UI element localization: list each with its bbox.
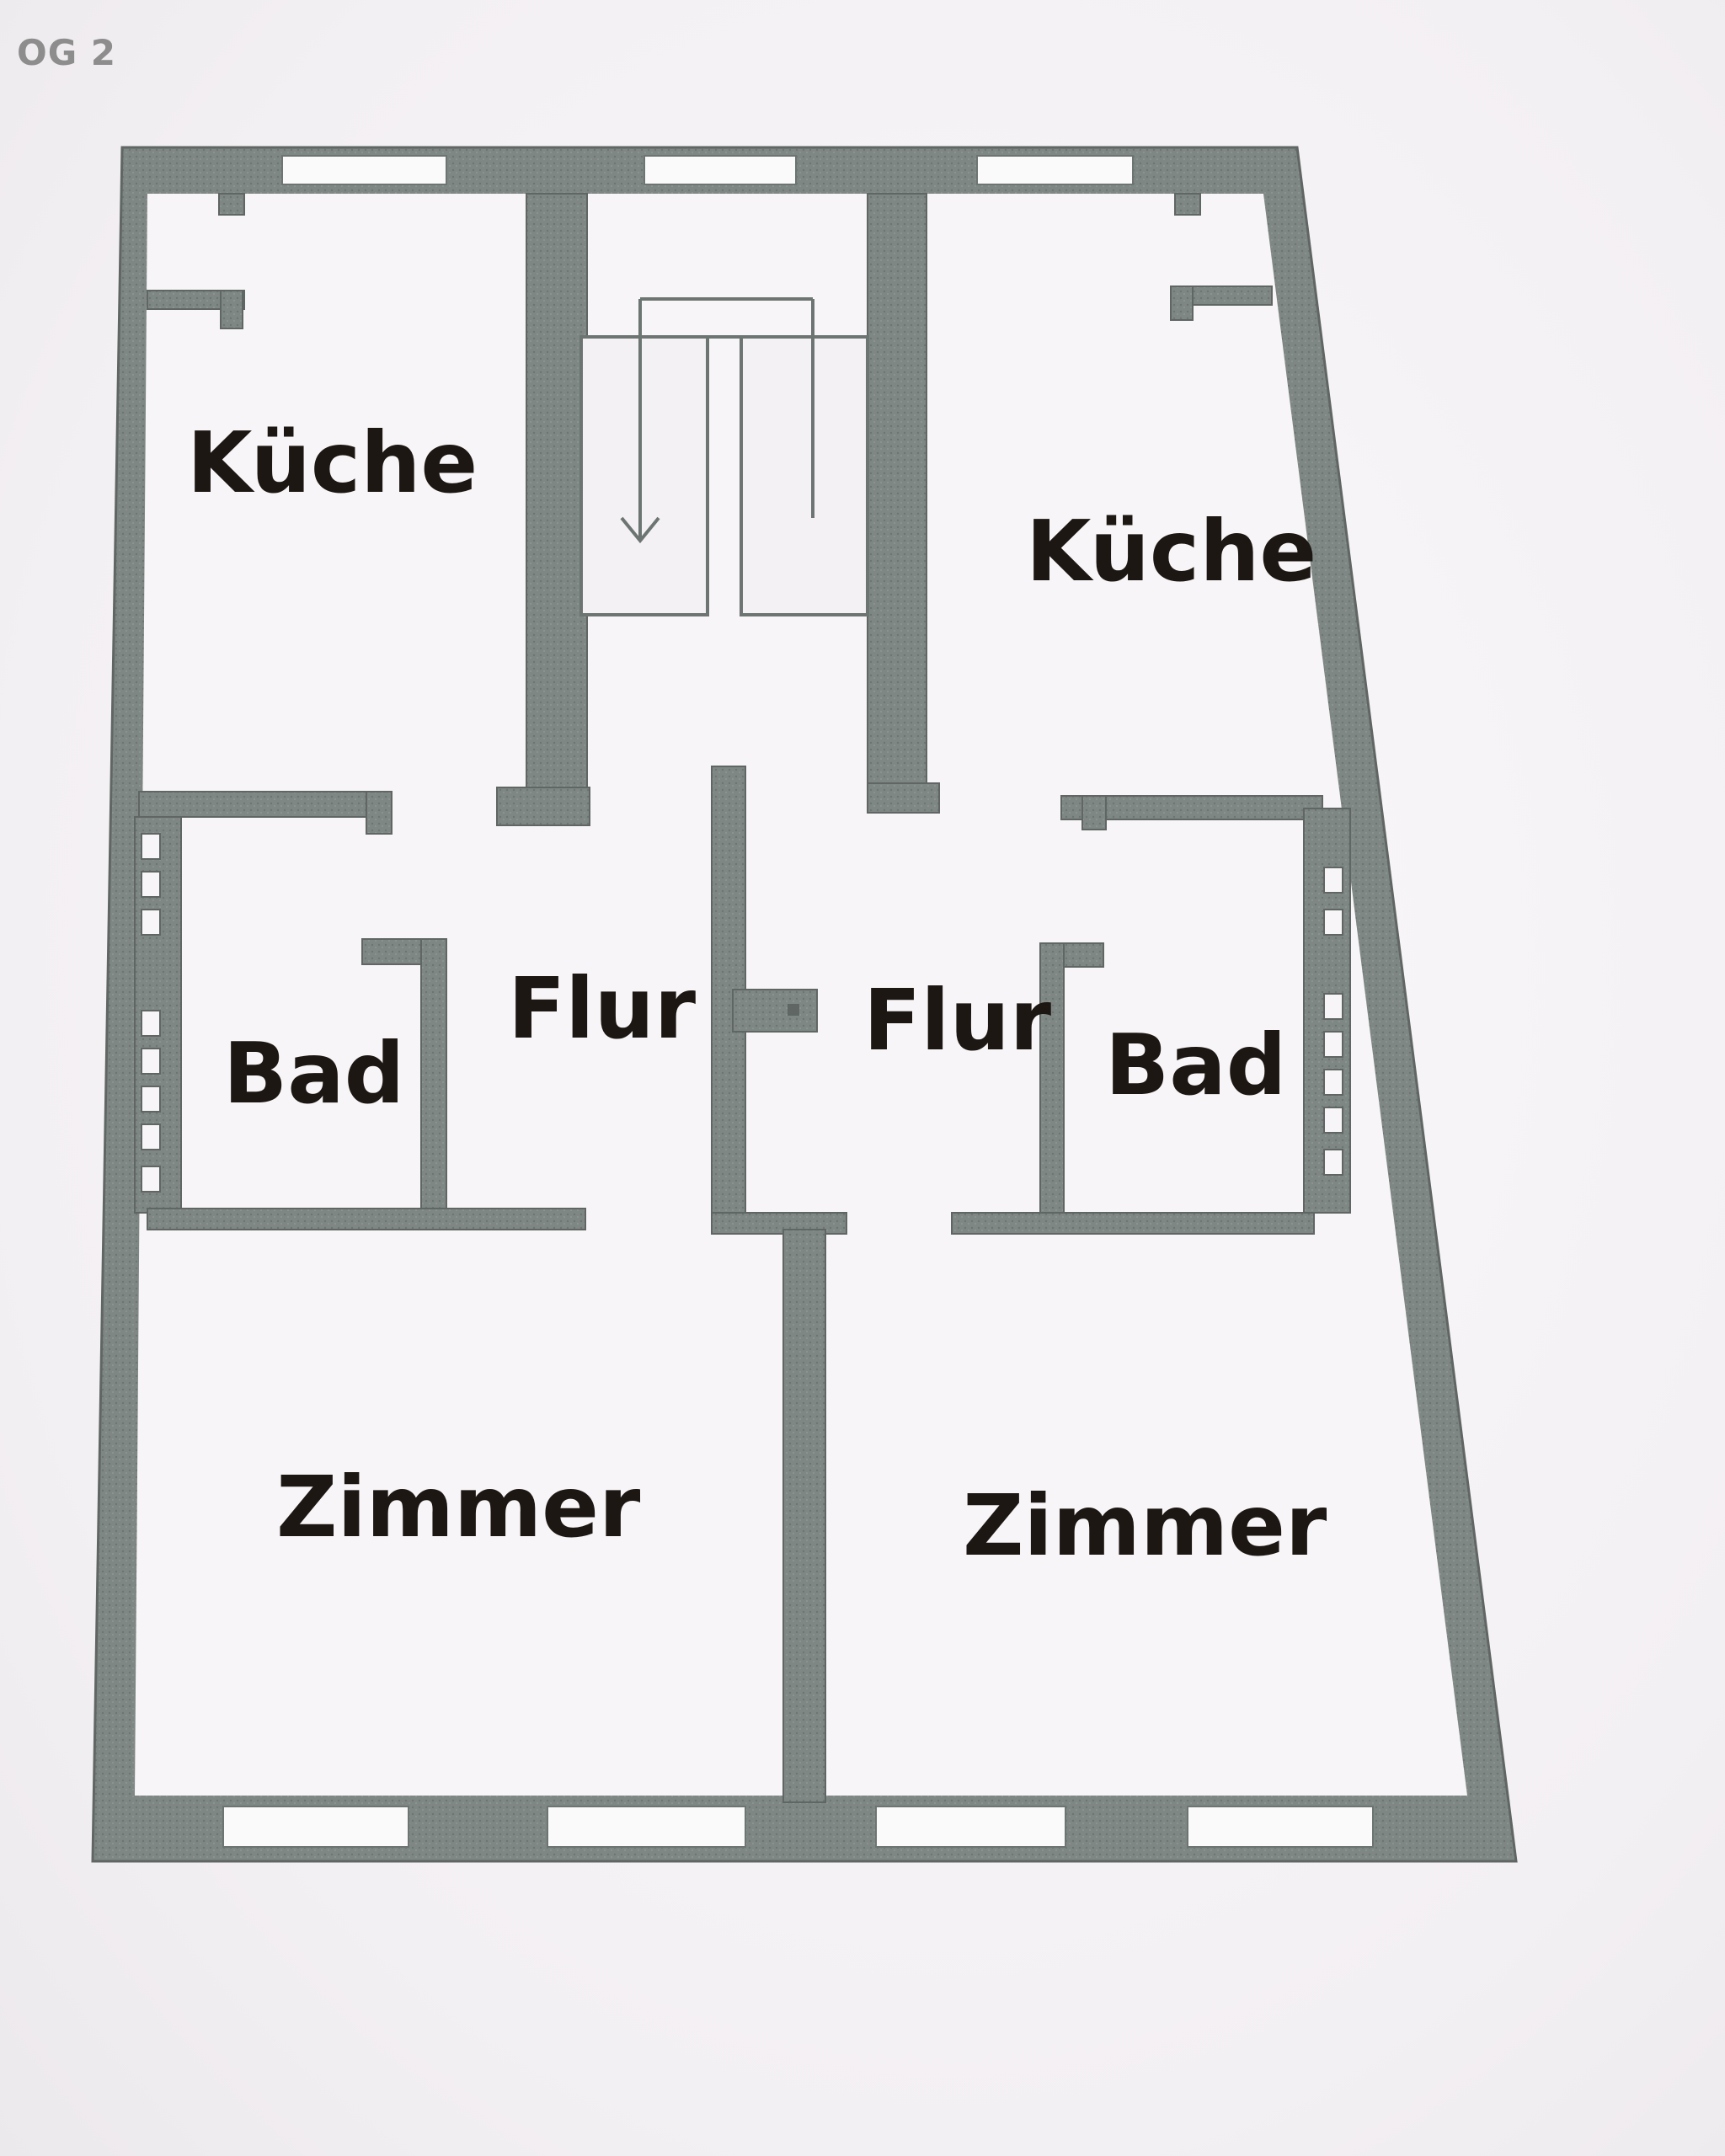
shaft-details: [141, 833, 1343, 1193]
room-label-kitchen-left: Küche: [187, 414, 478, 512]
interior-walls: [134, 193, 1351, 1803]
bottom-windows: [222, 1806, 1374, 1848]
room-label-bath-right: Bad: [1105, 1016, 1287, 1114]
room-label-room-left: Zimmer: [276, 1458, 641, 1556]
window: [976, 155, 1134, 185]
window: [281, 155, 447, 185]
window: [875, 1806, 1066, 1848]
floor-label: OG 2: [17, 32, 117, 73]
window: [222, 1806, 409, 1848]
room-label-hall-right: Flur: [863, 971, 1052, 1070]
staircase: [579, 297, 869, 616]
window: [1187, 1806, 1374, 1848]
arrow-down-icon: [620, 472, 660, 544]
window: [547, 1806, 746, 1848]
room-label-bath-left: Bad: [223, 1024, 405, 1123]
room-label-hall-left: Flur: [508, 959, 697, 1058]
chimney-icon: [788, 1004, 799, 1016]
top-windows: [281, 155, 1134, 185]
window: [644, 155, 797, 185]
room-label-kitchen-right: Küche: [1026, 502, 1317, 600]
room-label-room-right: Zimmer: [963, 1476, 1327, 1575]
